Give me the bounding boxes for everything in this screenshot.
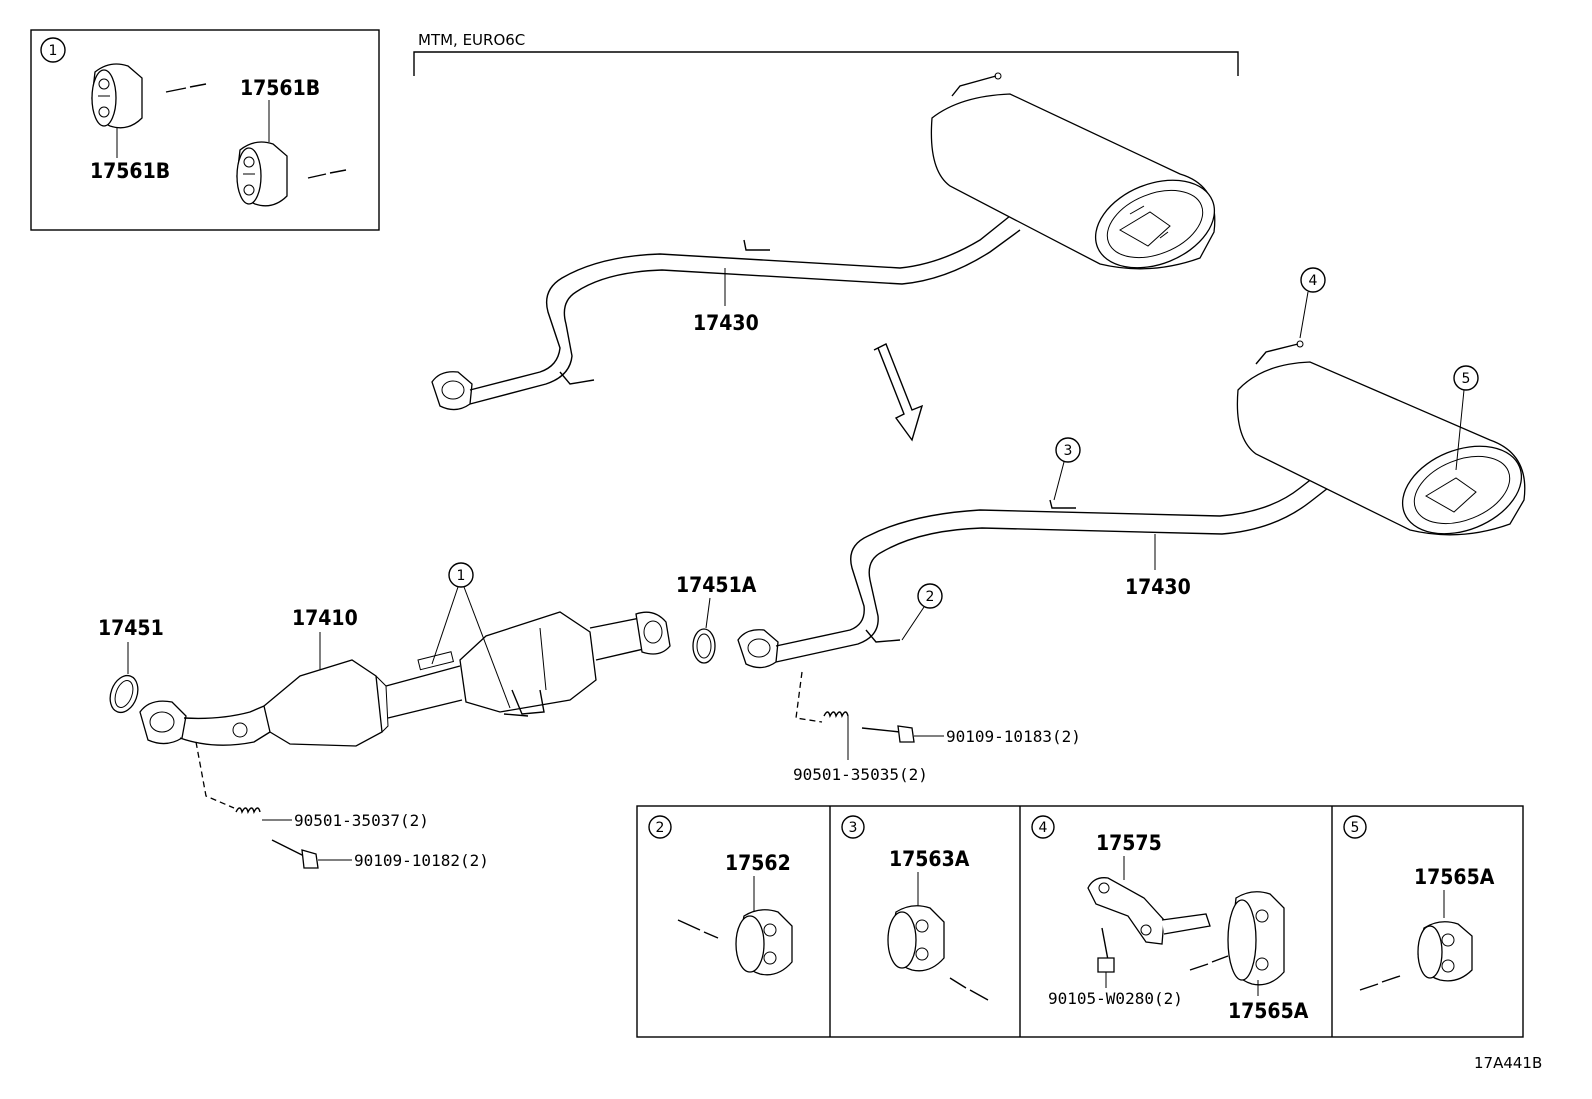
- front-pipe-catalytic-converter-17410[interactable]: [139, 611, 671, 747]
- svg-text:2: 2: [926, 589, 935, 605]
- bolt-90105-w0280[interactable]: [1097, 927, 1115, 988]
- spring-90501-35035[interactable]: [823, 711, 849, 760]
- inset-box-1: 1 17561B 17561B: [30, 29, 380, 231]
- label-17410: 17410: [292, 606, 358, 630]
- detail-panel: [636, 805, 1524, 1038]
- direction-arrow: [873, 343, 924, 442]
- label-17451: 17451: [98, 616, 164, 640]
- callout-5-detail[interactable]: 5: [1343, 815, 1367, 839]
- detail-cell-3: 3 17563A: [841, 815, 989, 1001]
- rubber-hanger-17565a-cell5[interactable]: [1417, 921, 1473, 982]
- label-17565a-cell4: 17565A: [1228, 999, 1309, 1023]
- svg-text:2: 2: [656, 820, 665, 836]
- detail-cell-5: 5 17565A: [1343, 815, 1495, 991]
- rubber-hanger-17561b-b[interactable]: [236, 141, 288, 207]
- variant-note: MTM, EURO6C: [418, 31, 525, 49]
- detail-cell-4: 4 17575 90105-W0280(2) 17565A: [1031, 815, 1309, 1023]
- tailpipe-assembly-lower[interactable]: [737, 340, 1534, 669]
- label-17430-bottom: 17430: [1125, 575, 1191, 599]
- rubber-hanger-17561b-a[interactable]: [91, 63, 143, 129]
- tailpipe-assembly-upper[interactable]: [431, 72, 1227, 411]
- diagram-id: 17A441B: [1474, 1054, 1542, 1072]
- rubber-hanger-17562[interactable]: [735, 909, 793, 976]
- gasket-17451a[interactable]: [692, 628, 716, 664]
- label-17562: 17562: [725, 851, 791, 875]
- callout-3-detail[interactable]: 3: [841, 815, 865, 839]
- callout-5[interactable]: 5: [1453, 365, 1479, 471]
- rubber-hanger-17563a[interactable]: [887, 905, 945, 972]
- bolt-90109-10182[interactable]: [271, 839, 352, 869]
- label-17561b-top: 17561B: [240, 76, 320, 100]
- spring-90501-35037[interactable]: [235, 807, 292, 821]
- label-17565a-cell5: 17565A: [1414, 865, 1495, 889]
- callout-1-inset[interactable]: 1: [40, 37, 66, 63]
- svg-text:4: 4: [1309, 273, 1318, 289]
- label-17561b-bottom: 17561B: [90, 159, 170, 183]
- label-90501-35037: 90501-35037(2): [294, 811, 429, 830]
- callout-4-detail[interactable]: 4: [1031, 815, 1055, 839]
- svg-text:1: 1: [49, 43, 58, 59]
- label-17451a: 17451A: [676, 573, 757, 597]
- svg-text:4: 4: [1039, 820, 1048, 836]
- label-90105-w0280: 90105-W0280(2): [1048, 989, 1183, 1008]
- rubber-hanger-17565a-cell4[interactable]: [1227, 891, 1285, 986]
- label-17563a: 17563A: [889, 847, 970, 871]
- gasket-17451[interactable]: [105, 672, 142, 717]
- svg-text:5: 5: [1462, 371, 1471, 387]
- callout-2[interactable]: 2: [901, 583, 943, 641]
- svg-text:1: 1: [457, 568, 466, 584]
- callout-2-detail[interactable]: 2: [648, 815, 672, 839]
- label-90501-35035: 90501-35035(2): [793, 765, 928, 784]
- detail-cell-2: 2 17562: [648, 815, 793, 976]
- callout-3[interactable]: 3: [1053, 437, 1081, 501]
- svg-text:3: 3: [849, 820, 858, 836]
- label-17575: 17575: [1096, 831, 1162, 855]
- svg-text:3: 3: [1064, 443, 1073, 459]
- label-90109-10182: 90109-10182(2): [354, 851, 489, 870]
- bolt-90109-10183[interactable]: [861, 725, 944, 743]
- callout-4[interactable]: 4: [1299, 267, 1326, 339]
- label-17430-top: 17430: [693, 311, 759, 335]
- variant-bracket: MTM, EURO6C: [413, 31, 1239, 76]
- svg-text:5: 5: [1351, 820, 1360, 836]
- label-90109-10183: 90109-10183(2): [946, 727, 1081, 746]
- callout-1-main[interactable]: 1: [431, 562, 511, 709]
- bracket-17575[interactable]: [1087, 877, 1211, 945]
